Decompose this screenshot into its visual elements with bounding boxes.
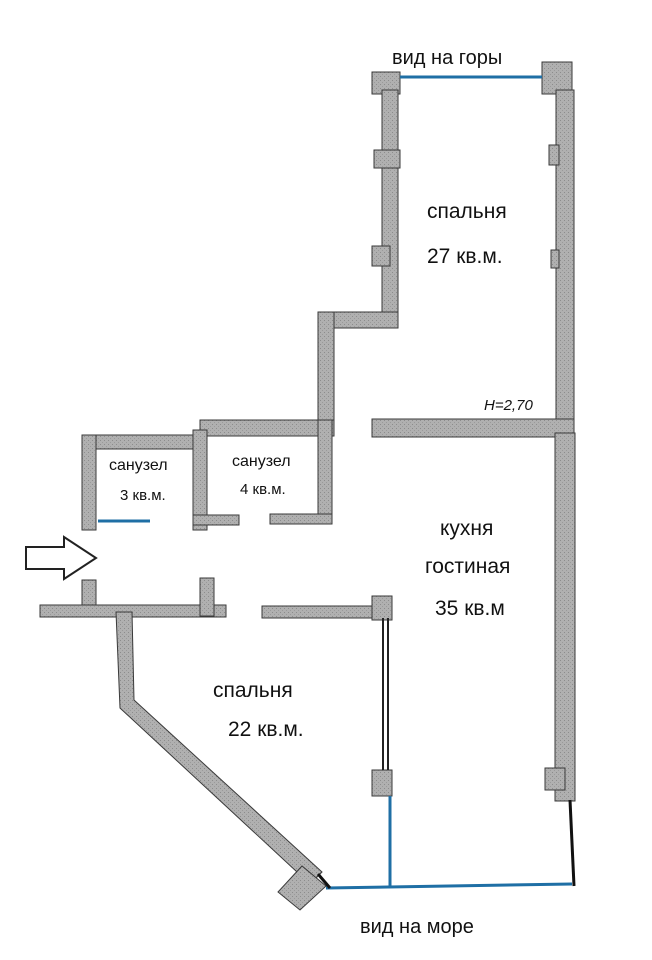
wall-column-east-1 [548, 144, 560, 166]
wall-bathroom-right-bottom [269, 513, 333, 525]
room-kitchen-name: кухня [440, 517, 494, 540]
wall-column-west-2 [371, 245, 391, 267]
entrance-arrow-icon [25, 535, 98, 581]
view-sea-label: вид на море [360, 916, 474, 938]
wall-bathroom-divider [192, 429, 208, 531]
walls [39, 61, 576, 911]
wall-bathroom-stub-1 [192, 514, 240, 526]
view-mountains-label: вид на горы [392, 47, 503, 69]
room-bedroom-bottom-name: спальня [213, 679, 293, 702]
door-sea-left [316, 873, 332, 889]
wall-bedroom-bottom-column [371, 769, 393, 797]
windows [98, 75, 573, 890]
wall-column-west-1 [373, 149, 401, 169]
partitions [382, 618, 389, 770]
wall-bathroom-right-east [317, 419, 333, 523]
room-living-name: гостиная [425, 555, 511, 578]
wall-corridor-post [199, 577, 215, 617]
wall-top-right-corner [541, 61, 573, 95]
room-bathroom-right-name: санузел [232, 453, 291, 470]
wall-step-vertical [317, 311, 335, 425]
wall-diagonal [115, 611, 323, 885]
wall-column-east-2 [550, 249, 560, 269]
wall-bedroom-top-west [381, 89, 399, 321]
wall-east-lower [554, 432, 576, 802]
wall-partition-bedroom-kitchen [371, 418, 575, 438]
room-bedroom-top-name: спальня [427, 200, 507, 223]
wall-corridor-bottom-left [39, 604, 227, 618]
room-bathroom-right-area: 4 кв.м. [240, 481, 286, 498]
wall-east-column-3 [544, 767, 566, 791]
wall-bathrooms-top [199, 419, 335, 437]
room-bathroom-left-name: санузел [109, 457, 168, 474]
window-sea [325, 882, 573, 890]
wall-bathroom-left-top [81, 434, 207, 450]
room-bedroom-bottom-area: 22 кв.м. [228, 718, 304, 741]
wall-diagonal-corner [277, 865, 327, 911]
room-bedroom-top-area: 27 кв.м. [427, 245, 503, 268]
door-sea-right [568, 799, 576, 887]
ceiling-height-label: H=2,70 [484, 397, 533, 414]
room-bathroom-left-area: 3 кв.м. [120, 487, 166, 504]
wall-bedroom-bottom-corner [371, 595, 393, 621]
room-kitchen-living-area: 35 кв.м [435, 597, 505, 620]
wall-bathroom-left-west [81, 434, 97, 531]
door-lines [316, 799, 576, 889]
wall-corridor-bottom-right [261, 605, 391, 619]
